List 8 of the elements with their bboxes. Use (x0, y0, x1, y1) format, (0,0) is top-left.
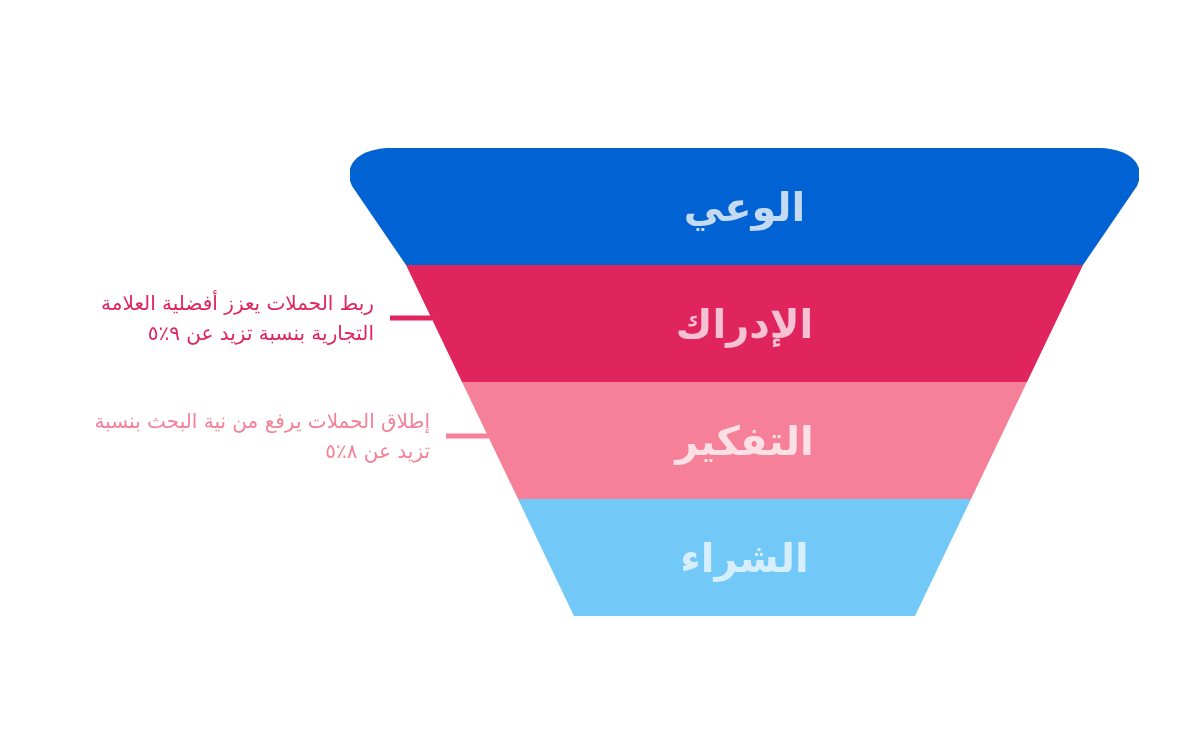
callout-text: ربط الحملات يعزز أفضلية العلامة التجارية بنسبة تزيد عن ٩٪٥ (56, 288, 390, 348)
band-label: الشراء (680, 533, 809, 582)
leader-line (446, 433, 489, 439)
band-label: الوعي (683, 182, 806, 231)
band-label: الإدراك (675, 299, 814, 348)
band-label: التفكير (675, 416, 814, 465)
callout-text: إطلاق الحملات يرفع من نية البحث بنسبة تزيد عن ٨٪٥ (80, 406, 446, 466)
leader-line (390, 315, 433, 321)
